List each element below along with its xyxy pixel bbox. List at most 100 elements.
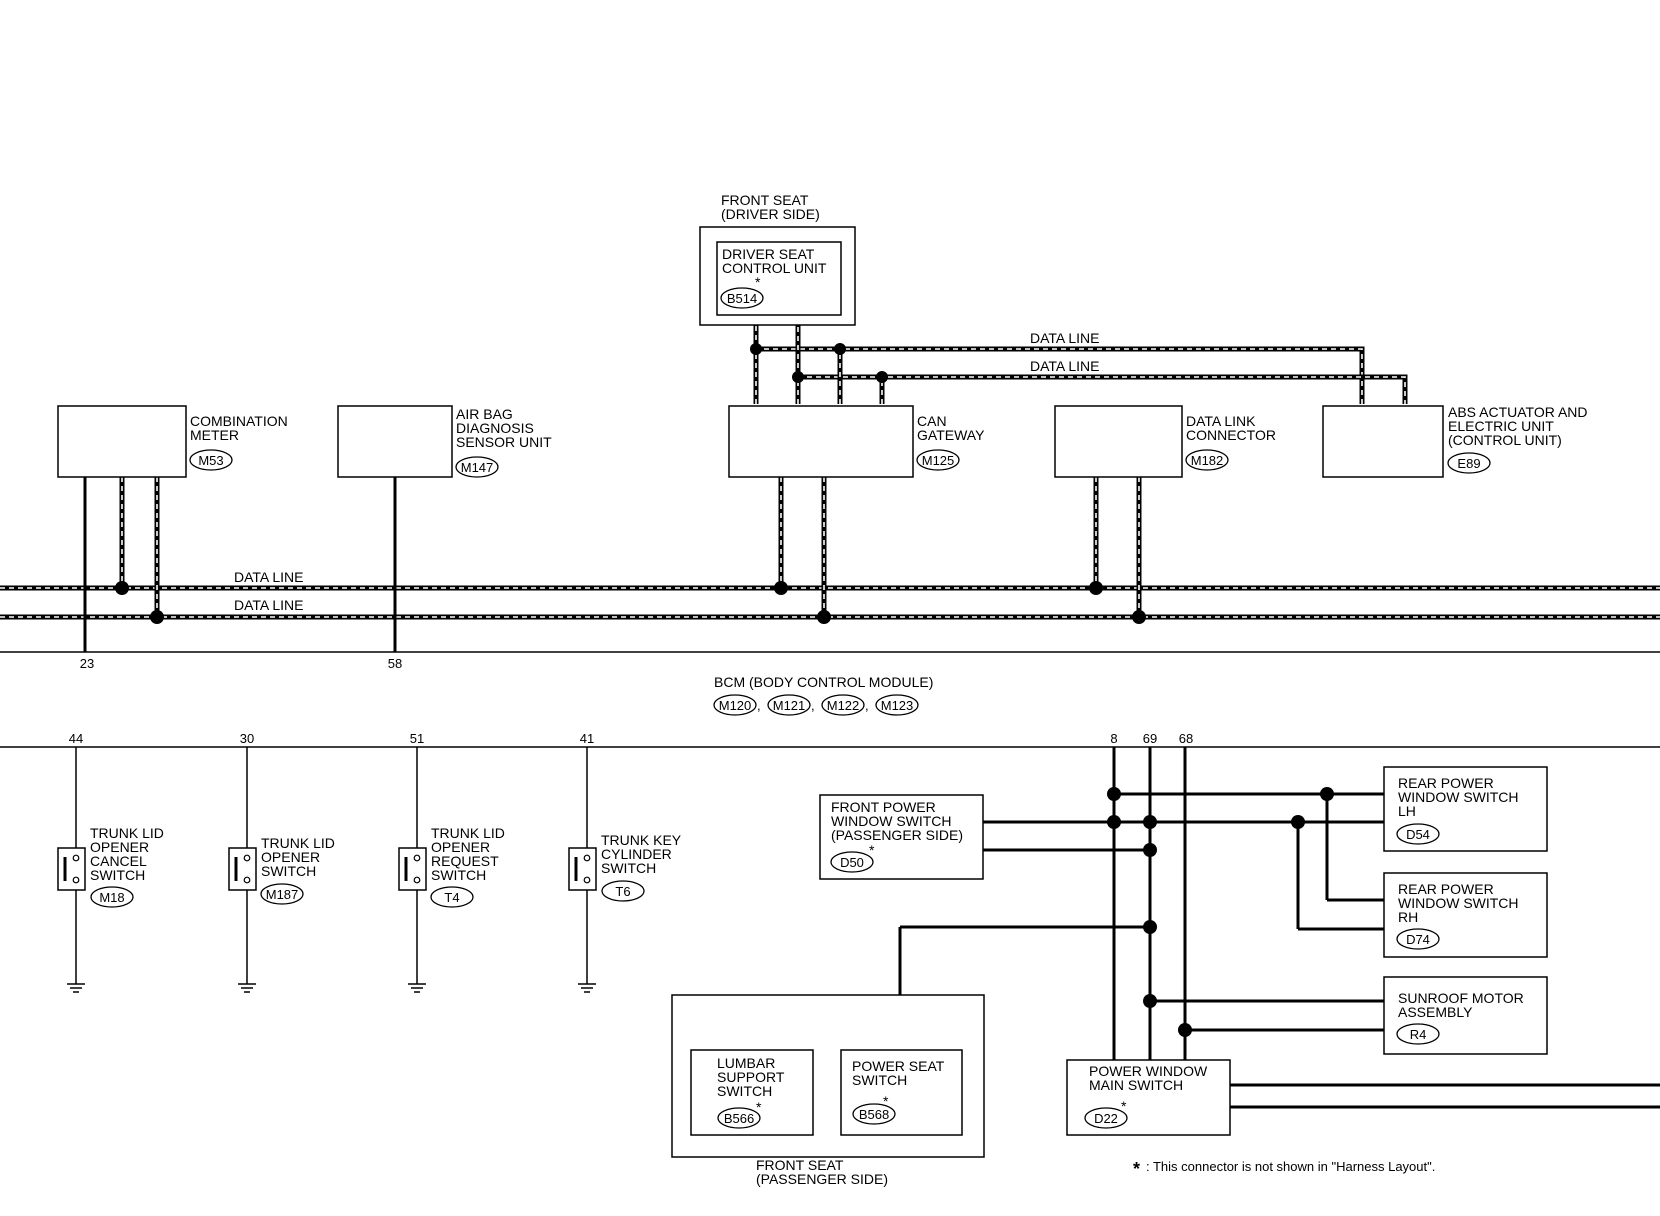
connector-t4: [430, 886, 474, 908]
svg-text:41: 41: [580, 731, 594, 746]
junction-dot: [1132, 610, 1146, 624]
svg-text:M125: M125: [922, 453, 955, 468]
svg-text:*: *: [869, 842, 875, 858]
connector-b568: [852, 1103, 896, 1125]
connector-r4: [1396, 1023, 1440, 1045]
svg-text:*: *: [1133, 1159, 1140, 1179]
junction-dot: [774, 581, 788, 595]
junction-dot: [115, 581, 129, 595]
svg-text:D22: D22: [1094, 1111, 1118, 1126]
junction-dot: [150, 610, 164, 624]
trunk-switches: 44 30 51 41: [69, 731, 594, 746]
connector-m187: [260, 883, 304, 905]
connector-d50: [830, 851, 874, 873]
can-upper-bus: [750, 312, 1408, 404]
connector-d74: [1396, 928, 1440, 950]
svg-text:M123: M123: [881, 698, 914, 713]
svg-text:69: 69: [1143, 731, 1157, 746]
svg-text:*: *: [883, 1093, 889, 1109]
trunk-switch-symbols: [57, 747, 597, 993]
svg-text:8: 8: [1110, 731, 1117, 746]
connector-m53: [189, 449, 233, 471]
svg-text:R4: R4: [1410, 1027, 1427, 1042]
svg-text:44: 44: [69, 731, 83, 746]
can-lower-bus: [0, 477, 1660, 624]
junction-dot: [792, 371, 804, 383]
svg-text:M187: M187: [266, 887, 299, 902]
connector-m18: [90, 886, 134, 908]
junction-dot: [834, 343, 846, 355]
pin-23: 23: [80, 656, 94, 671]
data-line-label: DATA LINE: [234, 597, 304, 613]
front-seat-driver-label: FRONT SEAT(DRIVER SIDE): [721, 192, 820, 222]
junction-dot: [876, 371, 888, 383]
connector-m147: [455, 456, 499, 478]
svg-text:B566: B566: [724, 1111, 754, 1126]
pin-58: 58: [388, 656, 402, 671]
footnote: * : This connector is not shown in "Harn…: [1133, 1159, 1435, 1179]
junction-dot: [1089, 581, 1103, 595]
connector-d54: [1396, 823, 1440, 845]
svg-text:FRONT SEAT(PASSENGER SIDE): FRONT SEAT(PASSENGER SIDE): [756, 1157, 888, 1187]
svg-text:D54: D54: [1406, 827, 1430, 842]
connector-m125: [916, 449, 960, 471]
svg-text:T4: T4: [444, 890, 459, 905]
svg-text:*: *: [1121, 1098, 1127, 1114]
svg-text:*: *: [755, 274, 761, 290]
connector-t6: [601, 880, 645, 902]
svg-text:M120: M120: [719, 698, 752, 713]
svg-text:,: ,: [865, 698, 869, 713]
svg-text:30: 30: [240, 731, 254, 746]
svg-text:,: ,: [811, 698, 815, 713]
data-line-label: DATA LINE: [1030, 330, 1100, 346]
svg-text:T6: T6: [615, 884, 630, 899]
data-line-label: DATA LINE: [234, 569, 304, 585]
svg-text:51: 51: [410, 731, 424, 746]
junction-dot: [750, 343, 762, 355]
svg-text:M53: M53: [198, 453, 223, 468]
connector-e89: [1447, 452, 1491, 474]
connector-m182: [1185, 449, 1229, 471]
svg-text:*: *: [756, 1099, 762, 1115]
svg-text:D50: D50: [840, 855, 864, 870]
svg-text:B568: B568: [859, 1107, 889, 1122]
svg-text:: This connector is not shown: : This connector is not shown in "Harnes…: [1146, 1159, 1435, 1174]
svg-text:M121: M121: [773, 698, 806, 713]
connector-d22: [1084, 1107, 1128, 1129]
data-line-label: DATA LINE: [1030, 358, 1100, 374]
svg-text:D74: D74: [1406, 932, 1430, 947]
junction-dot: [817, 610, 831, 624]
svg-text:M147: M147: [461, 460, 494, 475]
svg-text:M18: M18: [99, 890, 124, 905]
svg-text:E89: E89: [1457, 456, 1480, 471]
svg-text:M122: M122: [827, 698, 860, 713]
svg-text:,: ,: [757, 698, 761, 713]
